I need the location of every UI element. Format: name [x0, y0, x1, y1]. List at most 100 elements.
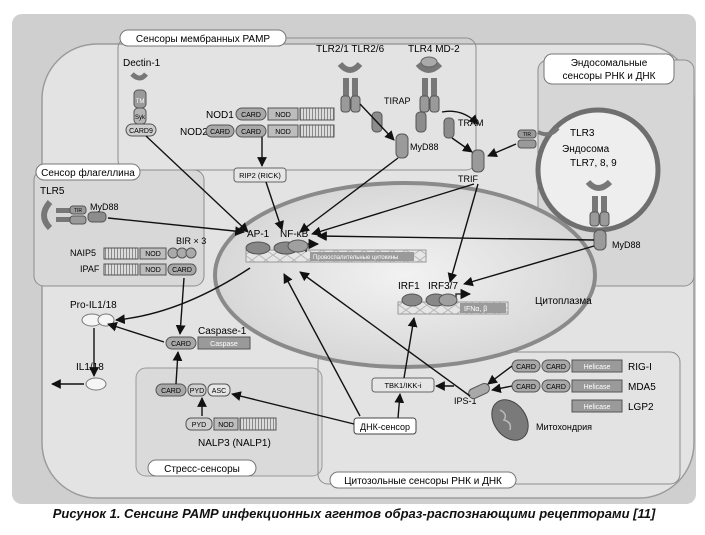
asc-pyd-label: PYD [190, 388, 204, 395]
stress-label-box [147, 459, 257, 477]
arrow-myd88-nfkb-endo [317, 231, 595, 242]
myd88-c-label: MyD88 [612, 240, 641, 250]
dna-sensor-label: ДНК-сенсор [360, 422, 410, 432]
nalp-card-label: CARD [161, 388, 181, 395]
asc-label: ASC [212, 388, 226, 395]
arrow-tlr3-trif [487, 143, 517, 158]
mitochondria-cristae [499, 409, 512, 431]
tlr2-ectodomain [337, 61, 363, 73]
syk-label: Syk [135, 115, 146, 121]
nalp-card [155, 383, 187, 397]
myd88-a-shape [395, 133, 409, 159]
rigi-helicase [571, 359, 623, 373]
ap1-shape [245, 241, 271, 255]
tram-shape [443, 117, 455, 139]
lgp2-helicase-label: Helicase [584, 404, 611, 411]
nod2-nod-label: NOD [275, 129, 291, 136]
il-label: IL1/18 [76, 362, 104, 373]
tlr5-tir-2 [69, 215, 87, 225]
ipaf-nod-label: NOD [145, 267, 161, 274]
myd88-a-label: MyD88 [410, 142, 439, 152]
dectin1-head [130, 72, 148, 81]
irf1-label: IRF1 [398, 281, 420, 292]
naip5-nod-label: NOD [145, 251, 161, 258]
ipaf-nod [139, 263, 167, 276]
flagellin-label-box [35, 163, 141, 181]
pro-il-shape-2 [97, 313, 115, 327]
naip5-label: NAIP5 [70, 248, 96, 258]
tram-label: TRAM [458, 118, 484, 128]
tlr789-ectodomain [585, 179, 613, 191]
arrow-tbk1-irf [403, 317, 418, 379]
myd88-c-shape [593, 229, 607, 251]
nalp3-lrr [239, 417, 277, 431]
stress-label: Стресс-сенсоры [164, 464, 240, 475]
rip2-label: RIP2 (RICK) [239, 171, 281, 180]
il-shape [85, 377, 107, 391]
arrow-rip2-nfkb [265, 181, 284, 231]
arrow-mda5-ips1 [491, 383, 513, 394]
nod1-label: NOD1 [206, 110, 234, 121]
myd88-b-shape [87, 211, 107, 223]
lgp2-label: LGP2 [628, 402, 654, 413]
membrane-pamp-label: Сенсоры мембранных PAMP [136, 33, 270, 45]
rip2-box [233, 167, 287, 183]
tlr5-tm-1 [56, 208, 70, 213]
dna-sensor-box [353, 417, 417, 435]
tlr3-ectodomain [537, 126, 560, 137]
tlr2-tm-1 [343, 78, 349, 96]
tlr4-ectodomain [415, 61, 443, 73]
tlr3-label: TLR3 [570, 128, 595, 139]
arrow-tram-trif [451, 137, 473, 153]
ipaf-card-label: CARD [172, 267, 192, 274]
ap1-label: AP-1 [247, 229, 270, 240]
trif-shape [471, 149, 485, 173]
mda5-card-1-label: CARD [516, 384, 536, 391]
caspase1-label: Caspase-1 [198, 326, 247, 337]
tlr2-tir-1 [340, 95, 351, 113]
nfkb-label: NF-κB [280, 229, 309, 240]
caspase-label: Caspase [210, 341, 238, 348]
tlr5-tm-2 [56, 217, 70, 222]
arrow-myd88-nfkb [299, 157, 399, 233]
nalp3-pyd [185, 417, 213, 431]
arrow-card9-ap1 [145, 135, 249, 233]
rigi-helicase-label: Helicase [584, 364, 611, 371]
tlr4-tir-2 [429, 95, 440, 113]
tlr2-tir-2 [350, 95, 361, 113]
naip5-lrr [103, 247, 139, 260]
nalp3-pyd-label: PYD [192, 422, 206, 429]
rigi-card-2-label: CARD [546, 364, 566, 371]
bir-label: BIR × 3 [176, 236, 206, 246]
arrow-dnasensor-nfkb [283, 273, 361, 417]
tlr5-tir-label: TIR [74, 208, 82, 214]
arrow-dnasensor-tbk1 [394, 393, 405, 419]
membrane-pamp-label-box [119, 29, 287, 47]
asc-pyd [187, 383, 207, 397]
flagellin-label: Сенсор флагеллина [41, 167, 135, 179]
mda5-helicase-label: Helicase [584, 384, 611, 391]
ips1-label: IPS-1 [454, 396, 477, 406]
cytosolic-label: Цитозольные сенсоры РНК и ДНК [344, 476, 502, 487]
cytokine-gene [310, 252, 414, 261]
mda5-card-2 [541, 379, 571, 393]
ifn-gene-label: IFNα, β [464, 306, 487, 313]
tirap-label: TIRAP [384, 96, 411, 106]
tlr789-tir-1 [589, 211, 600, 227]
asc-box [207, 383, 231, 397]
nod1-lrr [299, 107, 335, 121]
nfkb-shape-2 [287, 239, 309, 253]
endosomal-label-box [543, 53, 675, 85]
md2 [420, 56, 438, 68]
lgp2-helicase [571, 399, 623, 413]
nod2-card-1 [205, 124, 235, 138]
bir-3 [185, 247, 197, 259]
tbk1-box [371, 377, 435, 393]
tlr2-tm-2 [352, 78, 358, 96]
arrow-dnasensor-asc [231, 391, 355, 425]
rigi-card-1-label: CARD [516, 364, 536, 371]
arrow-asc-caspase [172, 351, 183, 385]
mda5-helicase [571, 379, 623, 393]
